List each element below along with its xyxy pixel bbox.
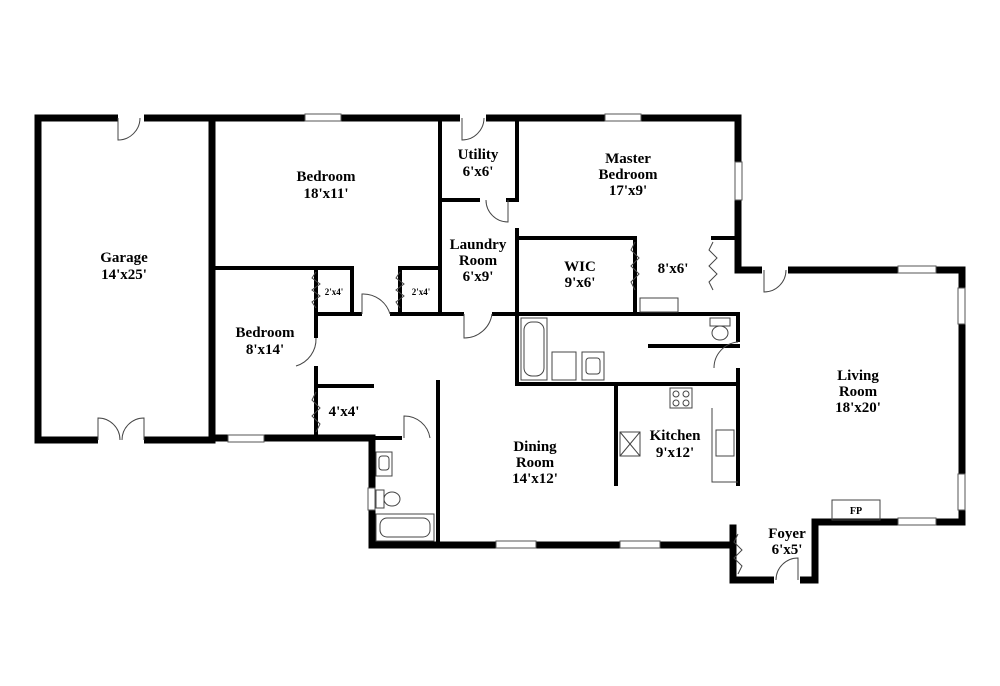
utility-name: Utility bbox=[458, 147, 499, 163]
bedroom-top-size: 18'x11' bbox=[303, 186, 348, 202]
dining-size: 14'x12' bbox=[512, 471, 558, 487]
kitchen-size: 9'x12' bbox=[656, 445, 694, 461]
laundry-name1: Laundry bbox=[450, 237, 507, 253]
master-bedroom-name1: Master bbox=[605, 151, 651, 167]
closet-a-size: 2'x4' bbox=[325, 287, 344, 297]
living-size: 18'x20' bbox=[835, 400, 881, 416]
master-closet-size: 8'x6' bbox=[658, 261, 689, 277]
dining-name2: Room bbox=[516, 455, 555, 471]
foyer-size: 6'x5' bbox=[772, 542, 803, 558]
kitchen-name: Kitchen bbox=[650, 428, 701, 444]
closet-b-size: 2'x4' bbox=[412, 287, 431, 297]
bedroom-left-size: 8'x14' bbox=[246, 342, 284, 358]
utility-size: 6'x6' bbox=[463, 164, 494, 180]
bedroom-left-name: Bedroom bbox=[236, 325, 295, 341]
wic-name: WIC bbox=[564, 259, 596, 275]
doors bbox=[97, 113, 800, 585]
fixtures bbox=[375, 297, 881, 542]
master-bedroom-size: 17'x9' bbox=[609, 183, 647, 199]
fireplace-label: FP bbox=[850, 506, 862, 517]
room-labels: Garage 14'x25' Bedroom 18'x11' Utility 6… bbox=[100, 147, 881, 558]
exterior-walls bbox=[34, 114, 966, 584]
closet-doors bbox=[311, 241, 743, 575]
living-name2: Room bbox=[839, 384, 878, 400]
living-name: Living bbox=[837, 368, 879, 384]
windows bbox=[227, 113, 966, 549]
interior-walls bbox=[210, 116, 740, 547]
bedroom-top-name: Bedroom bbox=[297, 169, 356, 185]
foyer-name: Foyer bbox=[768, 526, 806, 542]
master-bedroom-name2: Bedroom bbox=[599, 167, 658, 183]
garage-size: 14'x25' bbox=[101, 267, 147, 283]
wic-size: 9'x6' bbox=[565, 275, 596, 291]
dining-name: Dining bbox=[513, 439, 557, 455]
laundry-name2: Room bbox=[459, 253, 498, 269]
garage-name: Garage bbox=[100, 250, 148, 266]
laundry-size: 6'x9' bbox=[463, 269, 494, 285]
closet-c-size: 4'x4' bbox=[329, 404, 360, 420]
